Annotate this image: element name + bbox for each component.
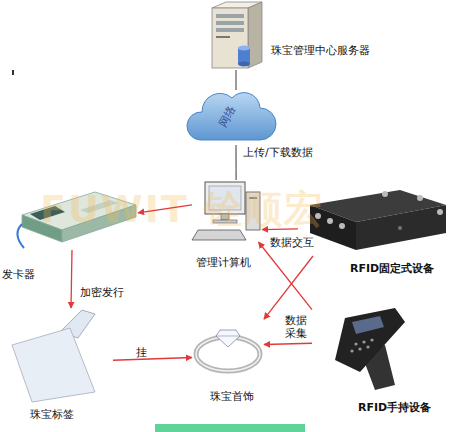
device-node: 发卡器 bbox=[18, 188, 138, 250]
tag-icon bbox=[12, 310, 95, 402]
node-label: 珠宝管理中心服务器 bbox=[271, 44, 370, 57]
node-label: 珠宝首饰 bbox=[210, 390, 254, 403]
server-icon bbox=[212, 2, 262, 68]
edge-label: 上传/下载数据 bbox=[243, 146, 313, 159]
connector bbox=[113, 358, 192, 361]
stray-mark bbox=[12, 70, 14, 75]
connector bbox=[235, 70, 236, 90]
handheld-reader-icon bbox=[335, 308, 405, 390]
connector bbox=[259, 242, 313, 310]
watermark: FUWIT 铨顺宏 bbox=[40, 184, 324, 235]
node-label: 管理计算机 bbox=[196, 256, 251, 269]
connector bbox=[264, 256, 313, 319]
device-node: 管理计算机 bbox=[192, 180, 262, 242]
cloud-icon bbox=[187, 93, 276, 140]
edge-label: 加密发行 bbox=[80, 286, 124, 299]
node-label: 网络 bbox=[216, 104, 238, 130]
ring-icon bbox=[196, 330, 260, 371]
device-node: RFID固定式设备 bbox=[298, 188, 448, 256]
connector bbox=[235, 145, 236, 180]
device-node: 网络 bbox=[188, 90, 268, 145]
edge-label: 挂 bbox=[136, 346, 147, 359]
footer-bar bbox=[155, 424, 305, 432]
device-node: RFID手持设备 bbox=[312, 305, 407, 390]
connector bbox=[264, 343, 312, 344]
fixed-reader-icon bbox=[310, 190, 446, 250]
edge-label: 数据交互 bbox=[270, 236, 314, 249]
device-node: 珠宝管理中心服务器 bbox=[205, 2, 267, 70]
node-label: RFID固定式设备 bbox=[350, 262, 434, 275]
device-node: 珠宝首饰 bbox=[192, 312, 264, 377]
edge-label: 数据采集 bbox=[285, 314, 311, 340]
device-node: 珠宝标签 bbox=[8, 308, 113, 403]
connector bbox=[71, 250, 72, 308]
node-label: RFID手持设备 bbox=[358, 401, 431, 414]
node-label: 发卡器 bbox=[2, 268, 35, 281]
node-label: 珠宝标签 bbox=[30, 408, 74, 421]
